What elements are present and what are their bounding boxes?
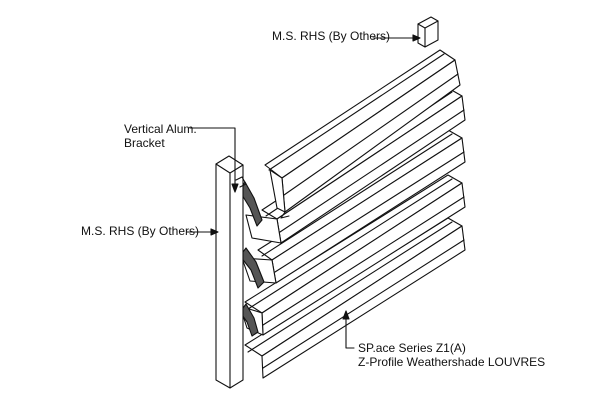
leader-lines	[186, 34, 421, 349]
left-rhs-post	[215, 155, 247, 389]
right-rhs-post	[417, 16, 439, 48]
leader-rhs-top	[372, 34, 421, 42]
label-louvre-series: SP.ace Series Z1(A) Z-Profile Weathersha…	[358, 341, 545, 369]
leader-rhs-left	[186, 228, 219, 236]
louvre-blade-5	[244, 217, 466, 379]
label-rhs-left: M.S. RHS (By Others)	[81, 224, 200, 238]
label-rhs-top: M.S. RHS (By Others)	[272, 29, 391, 43]
vertical-alum-bracket	[238, 181, 265, 337]
louvre-blades	[239, 49, 466, 379]
leader-bracket	[189, 127, 239, 193]
louvre-blade-1	[264, 49, 461, 219]
label-bracket-line-1: Vertical Alum.	[124, 122, 197, 136]
label-series-line-1: SP.ace Series Z1(A)	[358, 341, 466, 355]
label-bracket-line-2: Bracket	[124, 136, 165, 150]
leader-louvres	[342, 310, 355, 349]
label-vertical-bracket: Vertical Alum. Bracket	[124, 122, 197, 150]
label-series-line-2: Z-Profile Weathershade LOUVRES	[358, 355, 546, 369]
